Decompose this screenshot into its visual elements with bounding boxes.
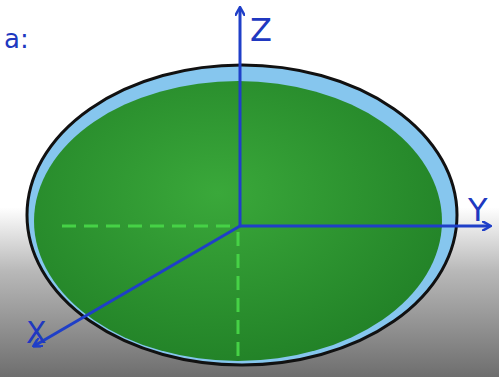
dashed-line xyxy=(62,225,236,228)
outer-ellipsoid xyxy=(27,65,457,365)
dashed-line xyxy=(237,232,240,362)
z-axis xyxy=(239,8,242,226)
y-axis xyxy=(240,225,490,228)
axis-label: Y xyxy=(468,194,488,226)
axis-label: Z xyxy=(250,14,272,46)
inner-ellipsoid xyxy=(34,81,442,361)
x-axis xyxy=(34,226,240,346)
figure-tag: a: xyxy=(4,26,29,52)
axis-label: X xyxy=(26,318,47,348)
